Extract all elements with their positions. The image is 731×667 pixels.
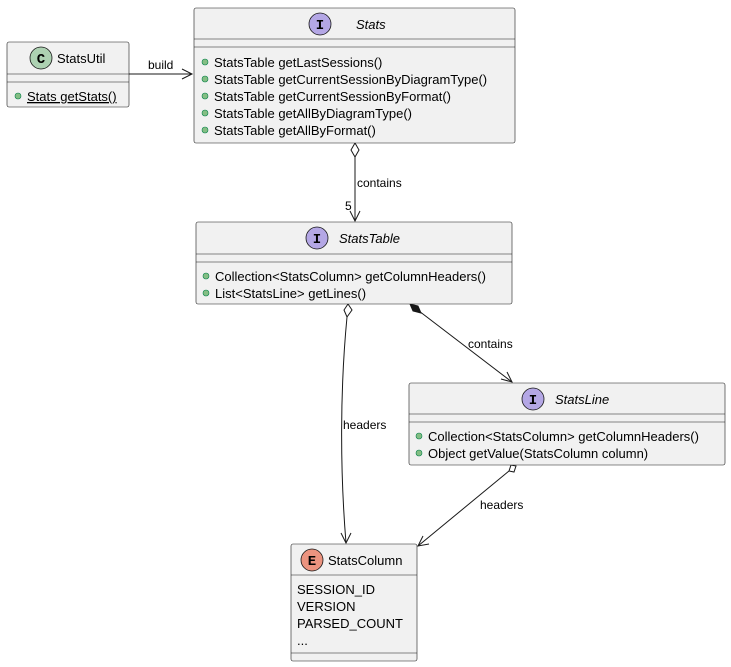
method: Collection<StatsColumn> getColumnHeaders… xyxy=(215,269,486,284)
svg-text:C: C xyxy=(37,52,46,68)
class-badge-icon xyxy=(29,46,53,70)
svg-text:I: I xyxy=(316,18,324,34)
enum-name: StatsColumn xyxy=(328,553,402,568)
interface-name: StatsTable xyxy=(339,231,400,246)
interface-name: StatsLine xyxy=(555,392,609,407)
interface-name: Stats xyxy=(356,17,386,32)
edge-label-contains: contains xyxy=(357,176,402,190)
svg-text:E: E xyxy=(308,554,316,570)
method: Stats getStats() xyxy=(27,89,117,104)
method: List<StatsLine> getLines() xyxy=(215,286,366,301)
enum-stats-column[interactable]: E StatsColumn SESSION_ID VERSION PARSED_… xyxy=(290,543,418,662)
edge-table-contains: contains xyxy=(409,303,513,383)
method: Object getValue(StatsColumn column) xyxy=(428,446,648,461)
edge-label-contains: contains xyxy=(468,337,513,351)
interface-badge-icon xyxy=(305,226,329,250)
edge-build: build xyxy=(129,58,194,80)
enum-value: SESSION_ID xyxy=(297,582,375,597)
method: StatsTable getCurrentSessionByFormat() xyxy=(214,89,451,104)
class-stats-util[interactable]: C StatsUtil Stats getStats() xyxy=(6,41,130,108)
interface-stats-table[interactable]: I StatsTable Collection<StatsColumn> get… xyxy=(195,221,513,305)
enum-value: VERSION xyxy=(297,599,356,614)
enum-badge-icon xyxy=(300,548,324,572)
method: Collection<StatsColumn> getColumnHeaders… xyxy=(428,429,699,444)
interface-badge-icon xyxy=(521,387,545,411)
public-method-icon xyxy=(14,92,22,100)
svg-text:I: I xyxy=(313,232,321,248)
interface-badge-icon xyxy=(308,12,332,36)
interface-stats-line[interactable]: I StatsLine Collection<StatsColumn> getC… xyxy=(408,382,726,466)
svg-text:I: I xyxy=(529,393,537,409)
edge-label-build: build xyxy=(148,58,173,72)
interface-stats[interactable]: I Stats StatsTable getLastSessions() Sta… xyxy=(193,7,516,144)
enum-value: ... xyxy=(297,633,308,648)
method: StatsTable getAllByDiagramType() xyxy=(214,106,412,121)
edge-label-headers: headers xyxy=(343,418,386,432)
method: StatsTable getCurrentSessionByDiagramTyp… xyxy=(214,72,487,87)
edge-stats-contains: contains 5 xyxy=(345,141,402,223)
edge-label-headers: headers xyxy=(480,498,523,512)
class-name: StatsUtil xyxy=(57,51,106,66)
method: StatsTable getLastSessions() xyxy=(214,55,382,70)
method: StatsTable getAllByFormat() xyxy=(214,123,376,138)
enum-value: PARSED_COUNT xyxy=(297,616,403,631)
edge-table-headers: headers xyxy=(340,303,386,545)
edge-multiplicity: 5 xyxy=(345,199,352,213)
edge-line-headers: headers xyxy=(417,464,523,547)
method-list: StatsTable getLastSessions() StatsTable … xyxy=(201,55,487,138)
